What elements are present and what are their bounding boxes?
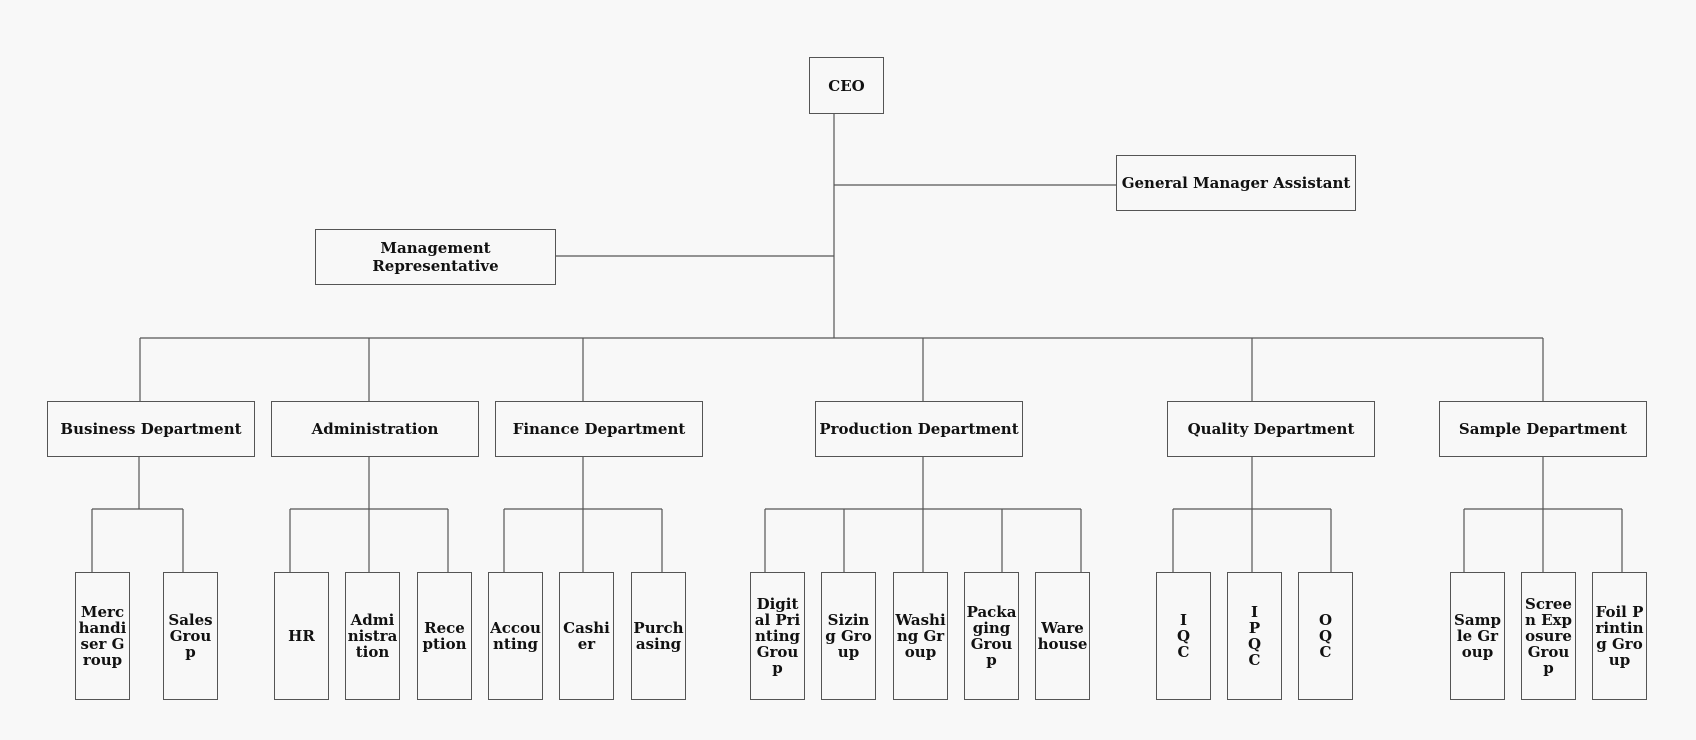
node-hr: HR <box>274 572 329 700</box>
node-screen-exposure-group: Screen Exposure Group <box>1521 572 1576 700</box>
node-ipqc: IPQC <box>1227 572 1282 700</box>
node-sample-department: Sample Department <box>1439 401 1647 457</box>
node-foil-printing-group: Foil Printing Group <box>1592 572 1647 700</box>
node-quality-department: Quality Department <box>1167 401 1375 457</box>
node-administration: Administration <box>271 401 479 457</box>
node-packaging-group: Packaging Group <box>964 572 1019 700</box>
node-management-representative: Management Representative <box>315 229 556 285</box>
node-sample-group: Sample Group <box>1450 572 1505 700</box>
node-digital-printing-group: Digital Printing Group <box>750 572 805 700</box>
node-finance-department: Finance Department <box>495 401 703 457</box>
node-administration-group: Administration <box>345 572 400 700</box>
node-merchandiser-group: Merchandiser Group <box>75 572 130 700</box>
node-sizing-group: Sizing Group <box>821 572 876 700</box>
node-ceo: CEO <box>809 57 884 114</box>
node-purchasing: Purchasing <box>631 572 686 700</box>
node-accounting: Accounting <box>488 572 543 700</box>
node-sales-group: Sales Group <box>163 572 218 700</box>
node-general-manager-assistant: General Manager Assistant <box>1116 155 1356 211</box>
node-warehouse: Warehouse <box>1035 572 1090 700</box>
node-iqc: IQC <box>1156 572 1211 700</box>
node-cashier: Cashier <box>559 572 614 700</box>
node-reception: Reception <box>417 572 472 700</box>
node-washing-group: Washing Group <box>893 572 948 700</box>
node-oqc: OQC <box>1298 572 1353 700</box>
node-production-department: Production Department <box>815 401 1023 457</box>
node-business-department: Business Department <box>47 401 255 457</box>
